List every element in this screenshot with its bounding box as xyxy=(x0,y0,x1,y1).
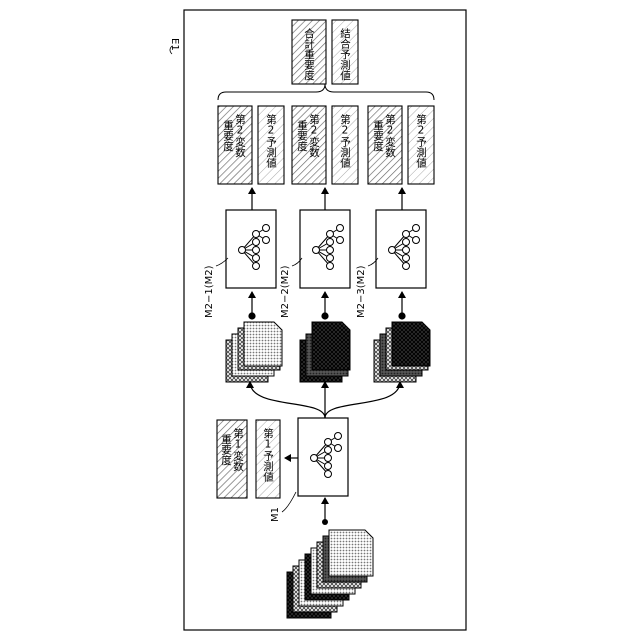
arrows-m2-to-outputs xyxy=(252,188,402,210)
m2-1-prediction-text: 第2予測値 xyxy=(265,113,277,169)
m2-1-prediction-box: 第2予測値 xyxy=(258,106,284,184)
m2-3-prediction-box: 第2予測値 xyxy=(408,106,434,184)
m1-importance-box: 第1変数 重要度 xyxy=(217,420,247,498)
m2-3-importance-box: 第2変数 重要度 xyxy=(368,106,402,184)
model-m2-3-label: M2−3(M2) xyxy=(356,265,367,318)
model-m2-2-label: M2−2(M2) xyxy=(280,265,291,318)
model-m2-3-box xyxy=(376,210,426,288)
doc-stack-3 xyxy=(374,322,430,382)
combined-prediction-box: 結合予測値 xyxy=(332,20,358,84)
arrow-input-to-m1 xyxy=(322,498,328,525)
total-importance-box: 合計重要度 xyxy=(292,20,326,84)
m2-2-prediction-text: 第2予測値 xyxy=(339,113,351,169)
m1-prediction-text: 第1予測値 xyxy=(262,427,274,483)
m1-importance-line2: 重要度 xyxy=(220,433,232,466)
m2-2-prediction-box: 第2予測値 xyxy=(332,106,358,184)
m2-1-importance-line1: 第2変数 xyxy=(234,113,246,158)
combined-prediction-text: 結合予測値 xyxy=(339,27,351,81)
figure-label: E1 xyxy=(169,38,180,51)
model-m1-box xyxy=(298,418,348,496)
m2-2-importance-line2: 重要度 xyxy=(296,119,308,152)
m2-1-importance-line2: 重要度 xyxy=(222,119,234,152)
m1-prediction-box: 第1予測値 xyxy=(256,420,280,498)
total-importance-text: 合計重要度 xyxy=(303,27,315,81)
m2-2-importance-line1: 第2変数 xyxy=(308,113,320,158)
doc-stack-1 xyxy=(226,322,282,382)
m1-importance-line1: 第1変数 xyxy=(232,427,244,472)
model-m1-label: M1 xyxy=(270,507,281,522)
input-document-stack xyxy=(287,530,373,618)
model-m2-1-box xyxy=(226,210,276,288)
model-m2-1-label: M2−1(M2) xyxy=(204,265,215,318)
m2-3-importance-line2: 重要度 xyxy=(372,119,384,152)
doc-stack-2 xyxy=(300,322,350,382)
model-m1-leader xyxy=(282,492,296,512)
arrows-stacks-to-m2 xyxy=(249,292,405,319)
m2-2-importance-box: 第2変数 重要度 xyxy=(292,106,326,184)
m2-3-importance-line1: 第2変数 xyxy=(384,113,396,158)
m2-1-importance-box: 第2変数 重要度 xyxy=(218,106,252,184)
split-arrows xyxy=(250,382,400,418)
m2-3-prediction-text: 第2予測値 xyxy=(415,113,427,169)
aggregation-brace xyxy=(218,84,434,100)
model-m2-2-box xyxy=(300,210,350,288)
